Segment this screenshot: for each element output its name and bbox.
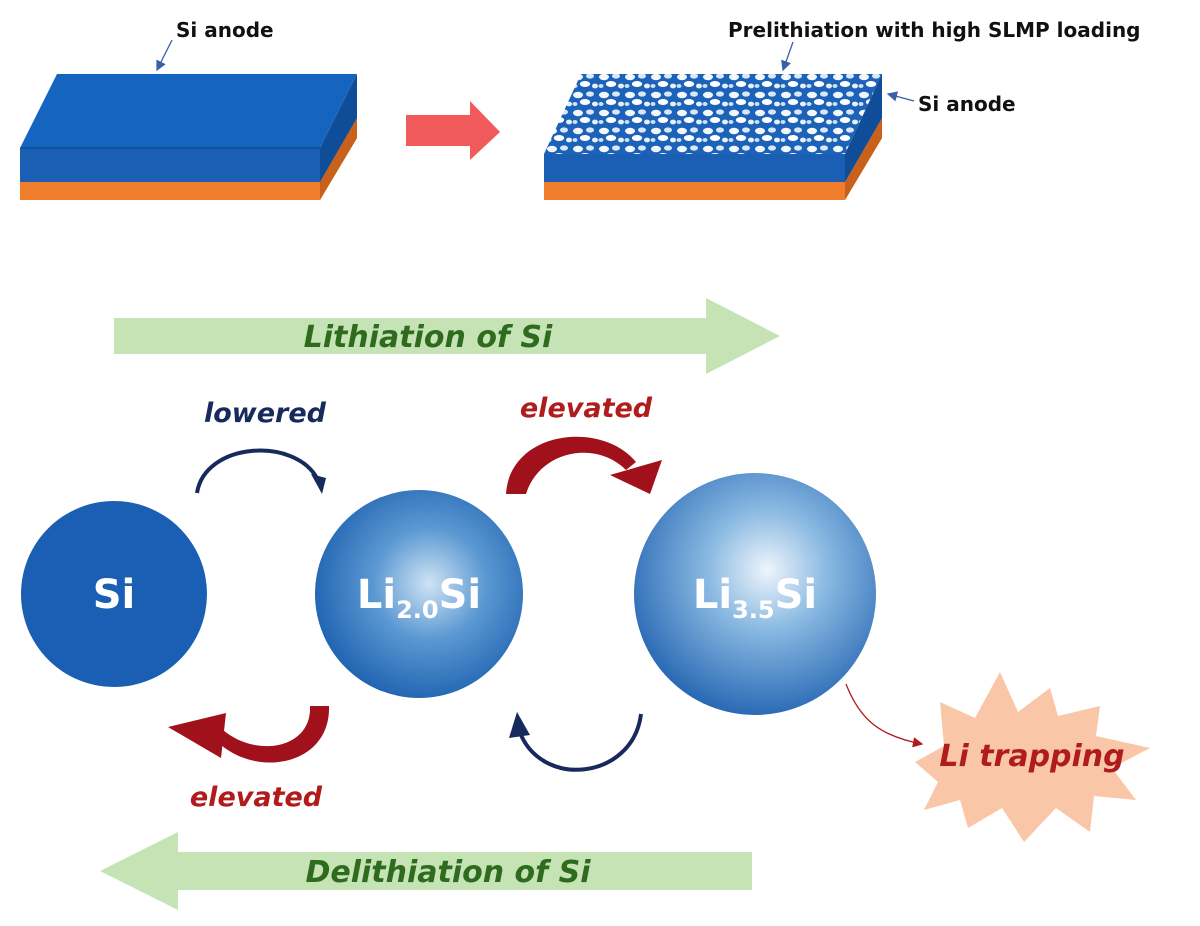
- li20si-sphere: [315, 490, 523, 698]
- lowered-arc-arrow: [195, 448, 326, 494]
- pristine-anode-slab: [20, 74, 357, 200]
- li20si-sphere-label: Li2.0Si: [357, 572, 481, 624]
- si-anode-label: Si anode: [176, 18, 274, 42]
- prelithiation-label: Prelithiation with high SLMP loading: [728, 18, 1141, 42]
- si-anode-pointer: [156, 39, 173, 72]
- trapping-pointer: [845, 683, 924, 748]
- li35si-sphere: [634, 473, 876, 715]
- prelithiated-anode-slab: [544, 74, 882, 200]
- li-trapping-burst: [915, 672, 1150, 842]
- elevated-bottom-label: elevated: [190, 782, 323, 813]
- si-sphere-label: Si: [93, 572, 136, 618]
- prelithiation-pointer: [781, 41, 794, 72]
- lithiation-label: Lithiation of Si: [304, 320, 553, 355]
- lithiation-arrow: [114, 298, 780, 374]
- si-sphere: [21, 501, 207, 687]
- lowered-label: lowered: [204, 398, 327, 429]
- delithiation-arrow: [100, 832, 752, 910]
- li-trapping-label: Li trapping: [939, 739, 1124, 774]
- return-arc-arrow: [509, 712, 643, 772]
- delithiation-label: Delithiation of Si: [305, 855, 591, 890]
- li35si-sphere-label: Li3.5Si: [693, 572, 817, 624]
- elevated-bottom-arc-arrow: [168, 706, 330, 763]
- elevated-top-label: elevated: [520, 393, 653, 424]
- transform-arrow: [406, 101, 500, 160]
- si-anode-right-label: Si anode: [918, 92, 1016, 116]
- si-anode-right-pointer: [886, 91, 915, 102]
- elevated-top-arc-arrow: [506, 436, 662, 494]
